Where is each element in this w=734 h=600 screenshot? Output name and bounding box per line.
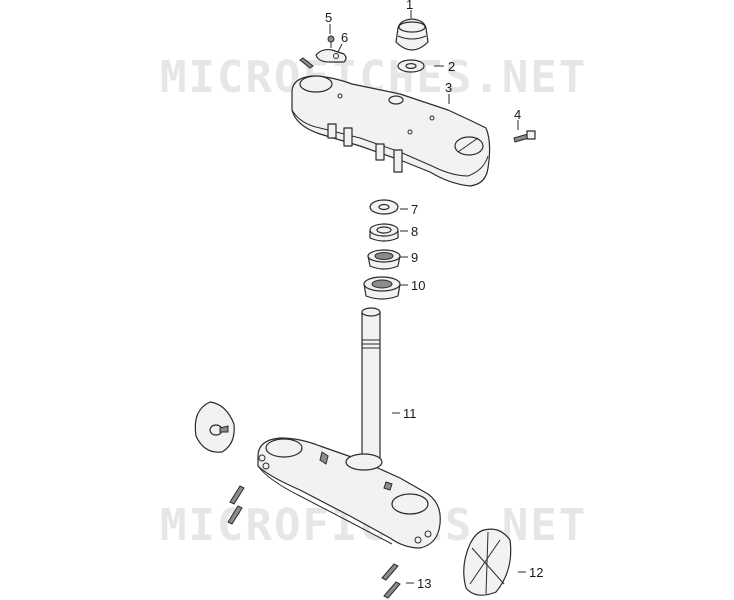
part-bottom-bolts xyxy=(381,563,401,599)
callout-4: 4 xyxy=(514,107,521,122)
part-left-cover-disc xyxy=(194,401,235,453)
callout-6: 6 xyxy=(341,30,348,45)
part-upper-triple-clamp xyxy=(291,75,491,187)
part-lower-clamp-bolts xyxy=(227,485,245,525)
callout-leaders xyxy=(329,10,526,584)
part-adjusting-nut xyxy=(369,223,399,242)
part-washer-top xyxy=(397,59,425,73)
callout-10: 10 xyxy=(411,278,425,293)
part-bracket-bolt xyxy=(299,57,314,69)
part-lower-bearing xyxy=(363,276,401,300)
callout-13: 13 xyxy=(417,576,431,591)
callout-12: 12 xyxy=(529,565,543,580)
callout-5: 5 xyxy=(325,10,332,25)
callout-9: 9 xyxy=(411,250,418,265)
part-upper-bearing xyxy=(367,249,401,270)
part-bearing-washer xyxy=(369,199,399,215)
callout-2: 2 xyxy=(448,59,455,74)
part-cap-nut xyxy=(395,18,429,51)
part-steering-stem-lower-clamp xyxy=(257,307,441,549)
callout-8: 8 xyxy=(411,224,418,239)
part-clamp-bracket xyxy=(315,48,347,63)
callout-1: 1 xyxy=(406,0,413,12)
callout-3: 3 xyxy=(445,80,452,95)
part-side-bolt xyxy=(513,130,536,143)
callout-7: 7 xyxy=(411,202,418,217)
part-right-cover-disc xyxy=(463,528,512,596)
callout-11: 11 xyxy=(403,406,417,421)
part-small-screw xyxy=(327,35,335,48)
